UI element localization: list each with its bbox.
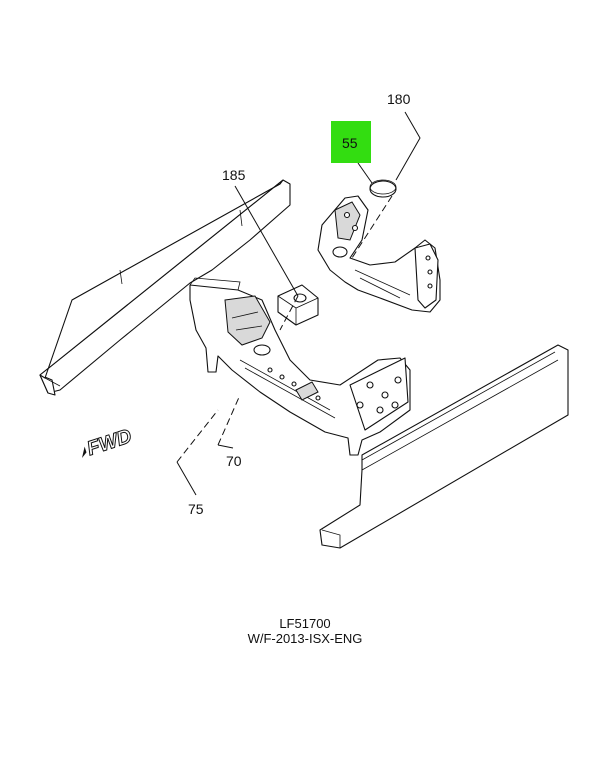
upper-mount-bracket bbox=[317, 195, 441, 313]
leader-185 bbox=[234, 185, 299, 297]
callout-55: 55 bbox=[342, 135, 358, 151]
caption-model-code: W/F-2013-ISX-ENG bbox=[247, 631, 363, 646]
highlight-box-55 bbox=[331, 121, 371, 163]
leader-75 bbox=[176, 409, 219, 463]
fwd-label: FWD bbox=[84, 425, 134, 460]
leader-70 bbox=[217, 394, 241, 446]
leader-55 bbox=[357, 162, 373, 184]
right-frame-rail bbox=[319, 344, 569, 549]
crossmember-assembly bbox=[189, 277, 411, 456]
leader-75-solid bbox=[176, 461, 197, 496]
nut-plate bbox=[277, 284, 319, 326]
leader-180 bbox=[395, 111, 421, 181]
caption-part-code: LF51700 bbox=[279, 616, 331, 631]
callout-75: 75 bbox=[188, 501, 204, 517]
callout-180: 180 bbox=[387, 91, 411, 107]
washer-isolator bbox=[369, 179, 397, 198]
leader-70-solid bbox=[217, 444, 234, 449]
callout-185: 185 bbox=[222, 167, 246, 183]
leader-185-dashed bbox=[279, 295, 299, 331]
fwd-direction-marker: FWD bbox=[82, 425, 135, 461]
callout-70: 70 bbox=[226, 453, 242, 469]
leader-180-dashed bbox=[351, 195, 393, 259]
